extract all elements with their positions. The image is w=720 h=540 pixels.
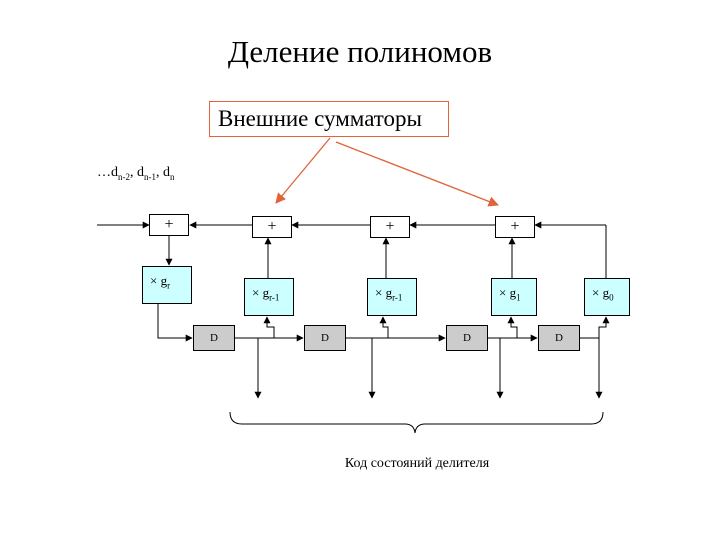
delay-cell-4: D [538, 325, 580, 351]
multiplier-gr-1-second: × gr-1 [367, 278, 417, 316]
multiplier-gr: × gr [142, 266, 192, 304]
adder-3: + [370, 216, 410, 238]
bracket [229, 411, 604, 434]
adder-2: + [252, 216, 292, 238]
state-code-caption: Код состояний делителя [344, 456, 490, 471]
callout-arrow-left [275, 137, 331, 204]
delay-cell-2: D [304, 325, 346, 351]
multiplier-g1: × g1 [491, 278, 537, 316]
adder-1: + [149, 214, 189, 236]
multiplier-gr-1: × gr-1 [244, 278, 294, 316]
callout-arrow-right [335, 141, 499, 207]
input-sequence-label: …dn-2, dn-1, dn [97, 165, 175, 182]
delay-cell-1: D [193, 325, 235, 351]
delay-cell-3: D [446, 325, 488, 351]
external-adders-callout: Внешние сумматоры [209, 101, 449, 137]
multiplier-g0: × g0 [584, 278, 630, 316]
callout-arrows [275, 137, 499, 207]
page-title: Деление полиномов [227, 34, 493, 69]
adder-4: + [495, 216, 535, 238]
